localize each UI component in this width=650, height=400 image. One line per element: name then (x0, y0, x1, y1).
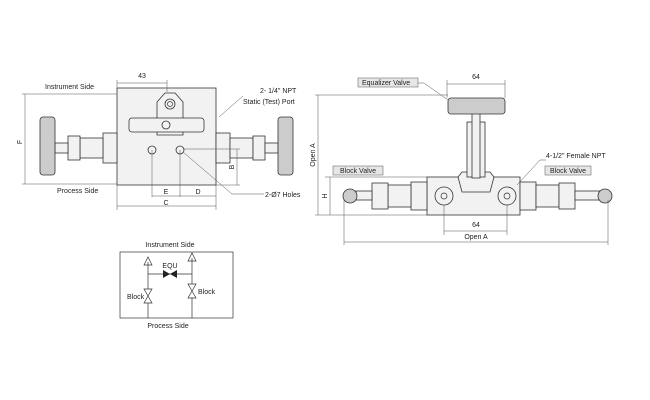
test-port-bore (167, 101, 173, 107)
leader-line (218, 95, 244, 118)
dim-64-bottom: 64 (472, 222, 480, 229)
valve-body-nut (102, 132, 118, 164)
valve-stem (355, 190, 373, 201)
valve-bonnet (387, 184, 412, 208)
dim-e: E (164, 189, 169, 196)
valve-bonnet (535, 184, 560, 208)
side-right-block-valve (519, 181, 613, 211)
schematic-process-side: Process Side (147, 323, 188, 330)
valve-bonnet (229, 137, 254, 159)
schematic-frame (119, 251, 234, 319)
flow-arrow-icon (187, 252, 197, 262)
female-npt-label: 4-1/2" Female NPT (546, 153, 606, 160)
label-box (357, 77, 419, 88)
static-port-label: Static (Test) Port (243, 99, 295, 106)
right-ball-handle (597, 188, 613, 204)
dim-h: H (322, 193, 329, 198)
leader-line (423, 82, 449, 101)
instrument-side-label: Instrument Side (45, 84, 94, 91)
process-port (497, 186, 517, 206)
leader-line (182, 151, 233, 195)
right-block-valve-symbol (187, 283, 197, 299)
label-box (332, 165, 384, 176)
valve-stem (54, 142, 69, 154)
equ-label: EQU (162, 263, 177, 270)
valve-body-nut (215, 132, 231, 164)
dim-f: F (17, 140, 24, 144)
equalizer-handle-hub (161, 120, 171, 130)
valve-bonnet (79, 137, 104, 159)
block-right-label: Block (198, 289, 216, 296)
equalizer-handle-side (447, 97, 506, 115)
schematic-instrument-side: Instrument Side (145, 242, 194, 249)
process-port-bore (440, 192, 448, 200)
valve-gland-nut (67, 135, 81, 161)
valve-stem (574, 190, 602, 201)
valve-stem (264, 142, 279, 154)
left-handwheel (39, 116, 56, 176)
right-block-valve (215, 116, 294, 176)
npt-port-label: 2- 1/4" NPT (260, 88, 297, 95)
process-port (434, 186, 454, 206)
right-handwheel (277, 116, 294, 176)
holes-label: 2-Ø7 Holes (265, 192, 301, 199)
open-a-bottom: Open A (464, 234, 488, 241)
valve-gland-nut (371, 182, 389, 210)
left-block-valve (39, 116, 118, 176)
dim-c: C (163, 200, 168, 207)
dim-b: B (229, 164, 236, 169)
block-left-label: Block (127, 294, 145, 301)
dim-d: D (195, 189, 200, 196)
valve-body-nut (410, 181, 428, 211)
process-port-bore (503, 192, 511, 200)
valve-body-nut (519, 181, 537, 211)
equalizer-valve-symbol (163, 270, 170, 278)
process-side-label: Process Side (57, 188, 98, 195)
dim-43: 43 (138, 73, 146, 80)
front-view: 43 F Instrument Side Process Side E D C … (17, 73, 301, 210)
side-view: Equalizer Valve 64 Block Valve Block Val… (310, 74, 613, 245)
block-valve-left-label: Block Valve (340, 168, 376, 175)
leader-line (516, 159, 541, 186)
dim-64-top: 64 (472, 74, 480, 81)
valve-gland-nut (252, 135, 266, 161)
label-box (544, 165, 592, 176)
left-block-valve-symbol (143, 288, 153, 304)
left-ball-handle (342, 188, 358, 204)
block-valve-right-label: Block Valve (550, 168, 586, 175)
test-port-fitting (164, 98, 176, 110)
schematic: Instrument Side Process Side EQU Block B… (119, 242, 234, 330)
equalizer-valve-label: Equalizer Valve (362, 80, 410, 87)
open-a-vertical: Open A (310, 143, 317, 167)
flow-arrow-icon (143, 256, 153, 266)
valve-gland-nut (558, 182, 576, 210)
equalizer-valve-symbol (170, 270, 177, 278)
side-left-block-valve (342, 181, 428, 211)
